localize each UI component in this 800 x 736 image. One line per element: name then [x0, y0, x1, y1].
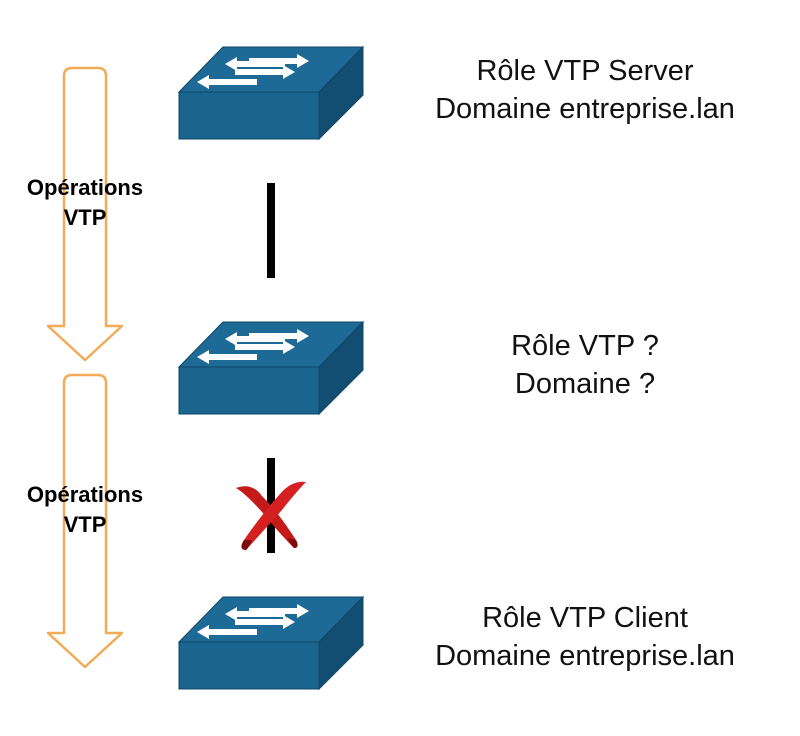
- vtp-role: Rôle VTP Client: [482, 602, 688, 634]
- red-cross-icon: [236, 481, 306, 550]
- vtp-domain: Domaine ?: [514, 368, 656, 400]
- switch-info-unknown: Rôle VTP ? Domaine ?: [400, 327, 770, 403]
- ops-line1: Opérations: [26, 482, 144, 507]
- vtp-role: Rôle VTP ?: [511, 330, 659, 362]
- switch-info-client: Rôle VTP Client Domaine entreprise.lan: [400, 599, 770, 675]
- switch-icon: [178, 596, 364, 690]
- ops-line2: VTP: [63, 512, 107, 537]
- switch-info-server: Rôle VTP Server Domaine entreprise.lan: [400, 52, 770, 128]
- vtp-operations-label: Opérations VTP: [0, 480, 170, 540]
- switch-icon: [178, 46, 364, 140]
- vtp-operations-label: Opérations VTP: [0, 173, 170, 233]
- vtp-role: Rôle VTP Server: [476, 55, 694, 87]
- vtp-domain: Domaine entreprise.lan: [435, 640, 735, 672]
- ops-line1: Opérations: [26, 175, 144, 200]
- vtp-domain: Domaine entreprise.lan: [435, 93, 735, 125]
- ops-line2: VTP: [63, 205, 107, 230]
- switch-icon: [178, 321, 364, 415]
